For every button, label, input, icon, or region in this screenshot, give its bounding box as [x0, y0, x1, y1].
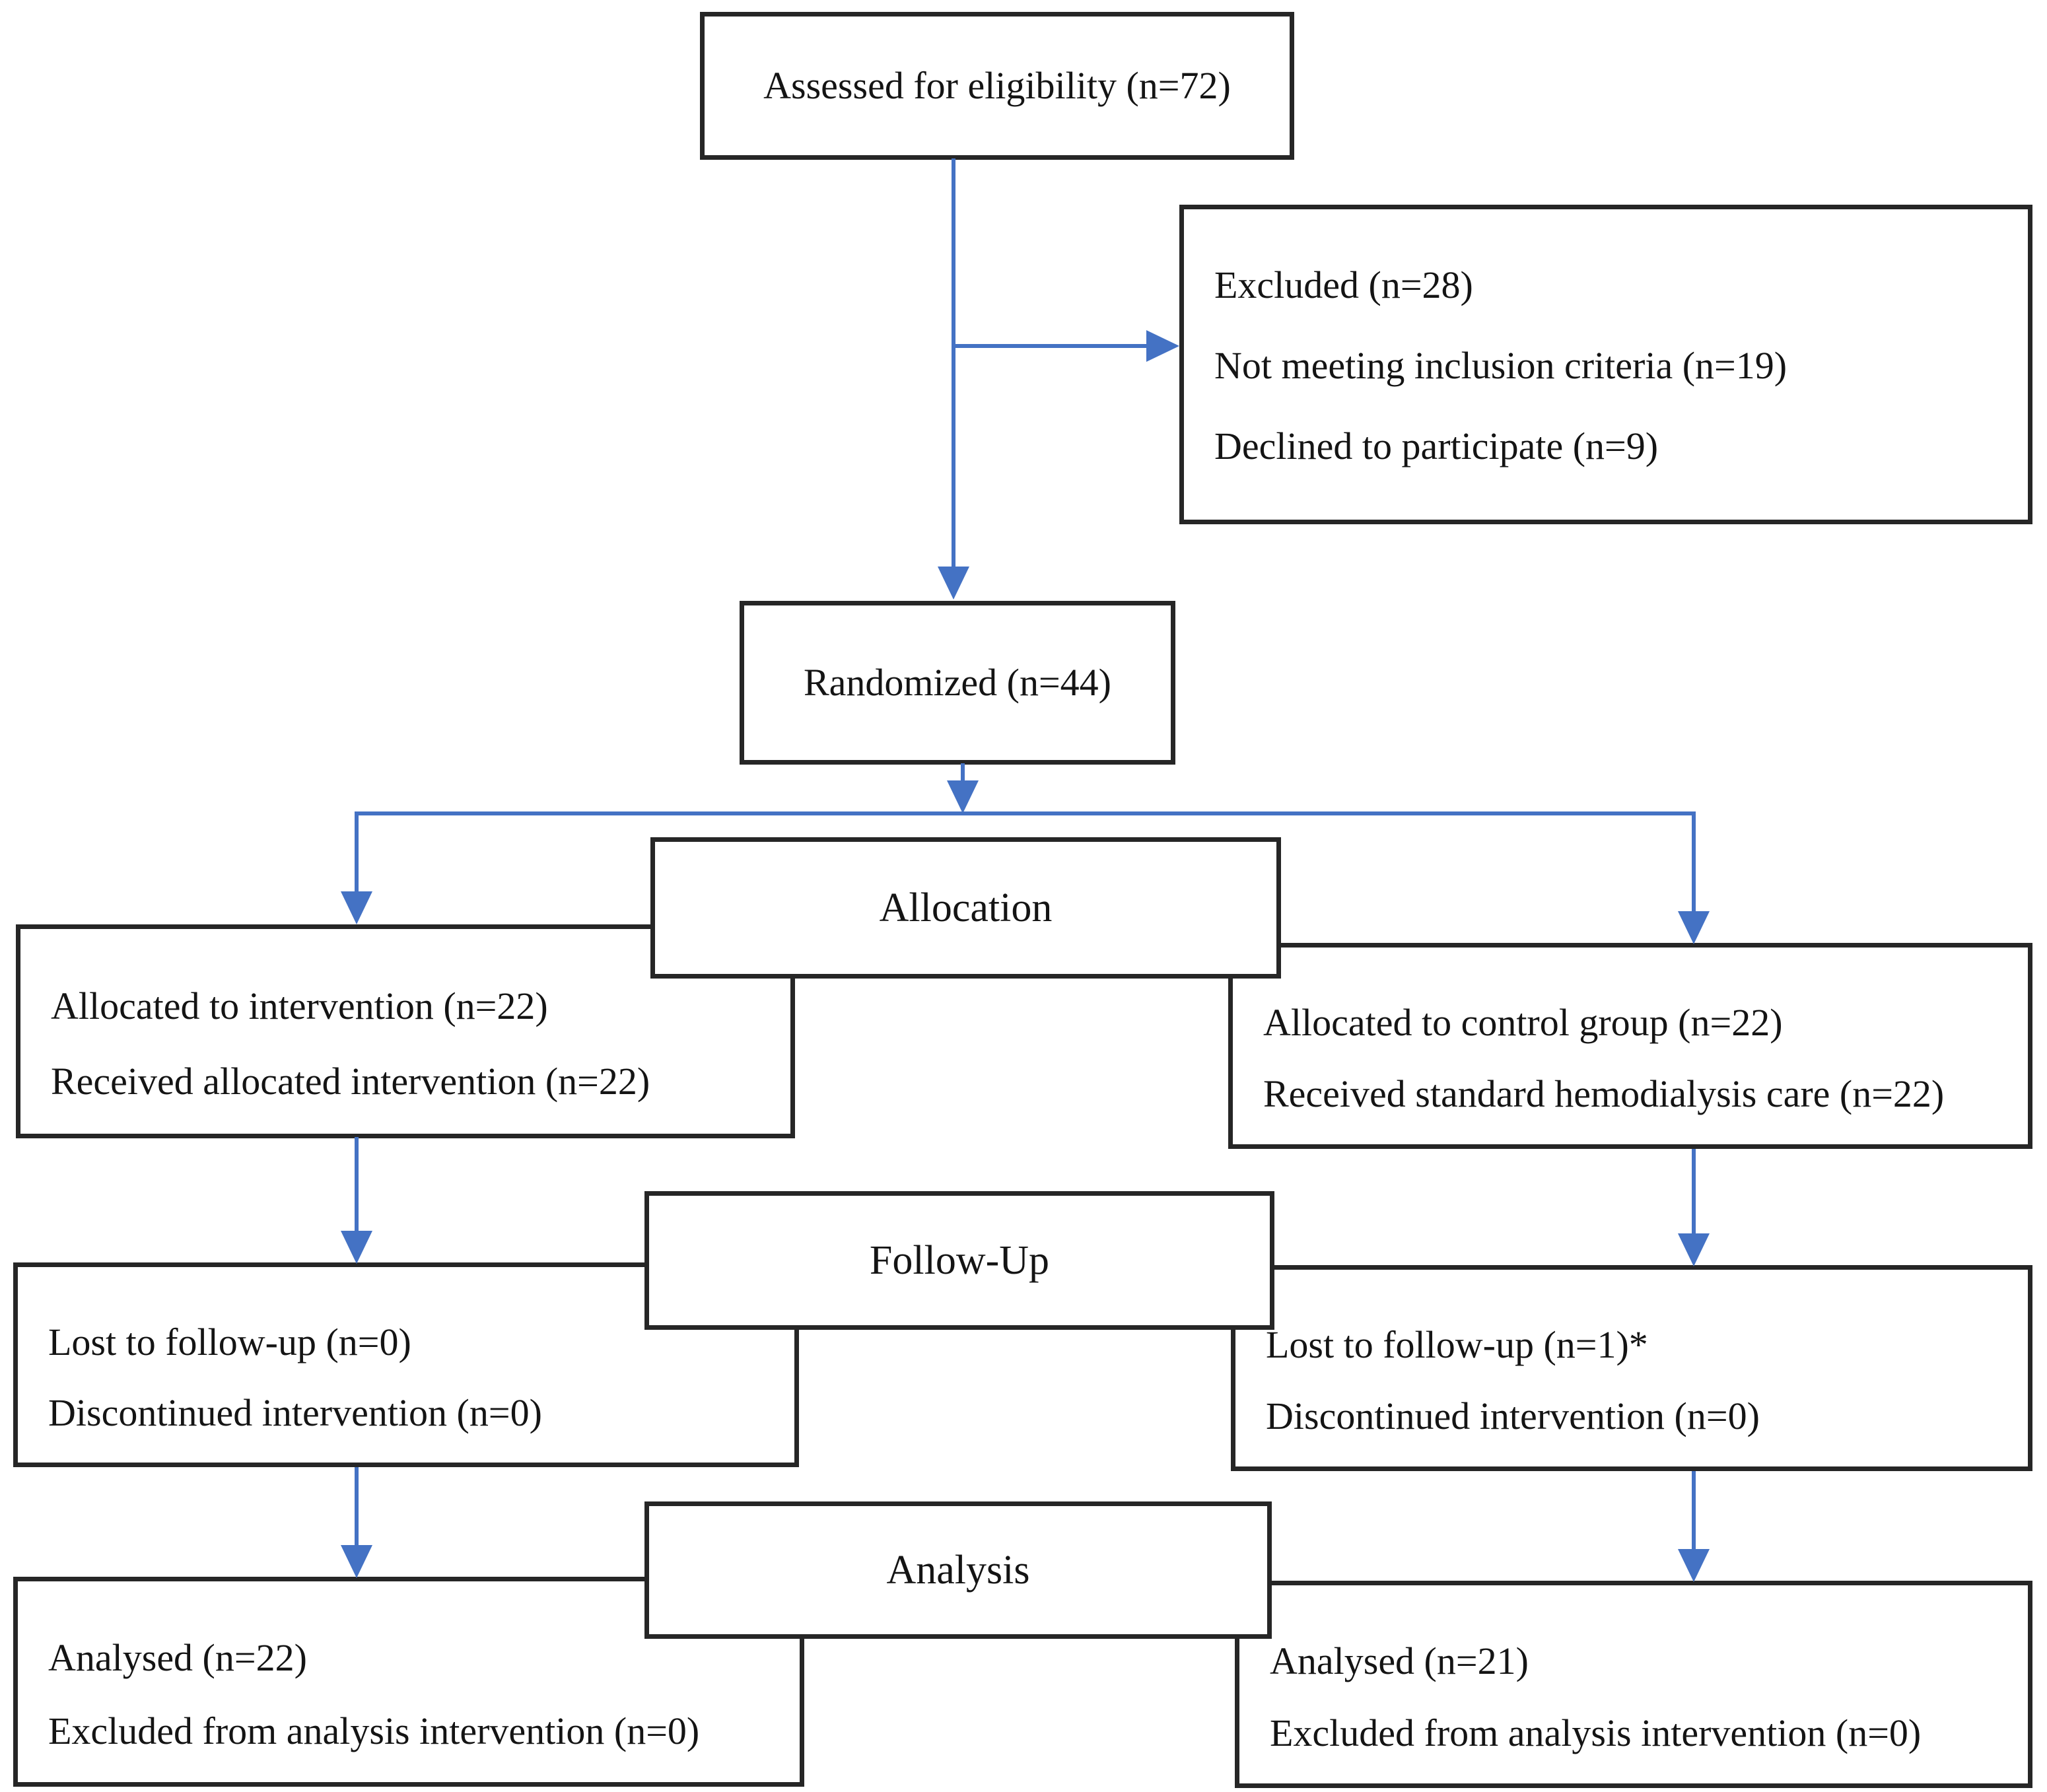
connector-line [954, 344, 1149, 348]
connector-line [357, 811, 1694, 815]
connector-line [355, 811, 359, 892]
analysis-control-box: Analysed (n=21) Excluded from analysis i… [1235, 1581, 2032, 1788]
discontinued-intervention-label: Discontinued intervention (n=0) [48, 1391, 542, 1434]
allocation-banner-label: Allocation [879, 885, 1053, 930]
excluded-analysis-intervention-label: Excluded from analysis intervention (n=0… [48, 1709, 700, 1752]
randomized-box: Randomized (n=44) [740, 601, 1175, 765]
analysis-banner: Analysis [644, 1501, 1272, 1639]
allocation-banner: Allocation [650, 837, 1281, 979]
excluded-total-label: Excluded (n=28) [1214, 263, 1473, 307]
lost-followup-intervention-label: Lost to follow-up (n=0) [48, 1320, 411, 1363]
arrow-down-icon [1678, 911, 1710, 944]
received-intervention-label: Received allocated intervention (n=22) [51, 1060, 650, 1103]
followup-control-box: Lost to follow-up (n=1)* Discontinued in… [1231, 1265, 2032, 1471]
allocated-control-label: Allocated to control group (n=22) [1263, 1001, 1783, 1045]
arrow-down-icon [1678, 1549, 1710, 1582]
connector-line [1692, 1471, 1696, 1549]
connector-line [961, 763, 965, 783]
analysed-control-label: Analysed (n=21) [1270, 1639, 1529, 1682]
assessed-eligibility-label: Assessed for eligibility (n=72) [763, 64, 1231, 108]
followup-banner: Follow-Up [644, 1191, 1274, 1330]
connector-line [1692, 811, 1696, 912]
connector-line [355, 1137, 359, 1231]
arrow-down-icon [938, 567, 969, 600]
arrow-down-icon [341, 1545, 372, 1578]
arrow-right-icon [1146, 330, 1179, 362]
excluded-box: Excluded (n=28) Not meeting inclusion cr… [1179, 205, 2032, 524]
followup-banner-label: Follow-Up [869, 1237, 1050, 1283]
arrow-down-icon [1678, 1233, 1710, 1266]
allocated-intervention-label: Allocated to intervention (n=22) [51, 984, 548, 1028]
discontinued-control-label: Discontinued intervention (n=0) [1266, 1395, 1760, 1438]
randomized-label: Randomized (n=44) [804, 661, 1111, 705]
connector-line [1692, 1149, 1696, 1233]
analysed-intervention-label: Analysed (n=22) [48, 1636, 307, 1679]
arrow-down-icon [341, 891, 372, 924]
assessed-eligibility-box: Assessed for eligibility (n=72) [700, 12, 1294, 160]
arrow-down-icon [341, 1231, 372, 1264]
lost-followup-control-label: Lost to follow-up (n=1)* [1266, 1323, 1648, 1367]
excluded-declined-label: Declined to participate (n=9) [1214, 425, 1659, 468]
analysis-banner-label: Analysis [886, 1547, 1030, 1593]
excluded-criteria-label: Not meeting inclusion criteria (n=19) [1214, 344, 1787, 388]
allocation-control-box: Allocated to control group (n=22) Receiv… [1228, 943, 2032, 1149]
connector-line [952, 158, 955, 569]
received-standard-care-label: Received standard hemodialysis care (n=2… [1263, 1072, 1945, 1116]
arrow-down-icon [947, 780, 979, 813]
connector-line [355, 1467, 359, 1545]
excluded-analysis-control-label: Excluded from analysis intervention (n=0… [1270, 1711, 1922, 1754]
